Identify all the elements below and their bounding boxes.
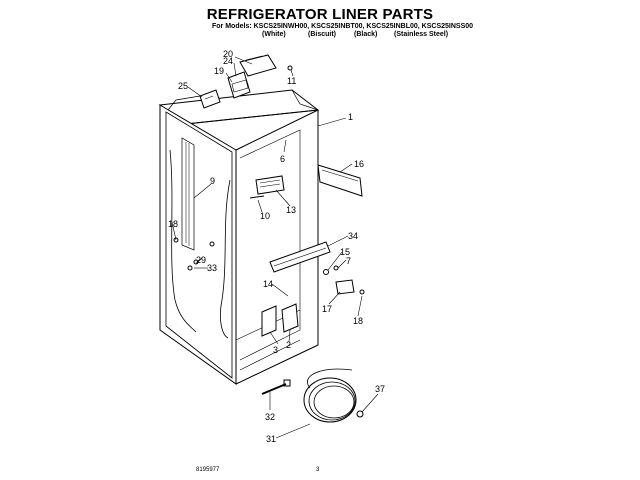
variant-biscuit: (Biscuit) <box>308 31 336 38</box>
callout-14: 14 <box>263 279 273 289</box>
shelf-support-34 <box>269 241 331 273</box>
top-module-parts <box>199 54 293 109</box>
bracket-16 <box>317 164 363 197</box>
callout-2: 2 <box>286 340 291 350</box>
callout-20: 20 <box>223 49 233 59</box>
leader-lines <box>171 56 379 439</box>
color-variants: (White) (Biscuit) (Black) (Stainless Steel) <box>262 31 448 38</box>
callout-1: 1 <box>348 112 353 122</box>
small-parts-right <box>323 265 365 295</box>
callout-19: 19 <box>214 66 224 76</box>
page-title: REFRIGERATOR LINER PARTS <box>206 6 434 23</box>
callout-18a: 18 <box>168 219 178 229</box>
callout-37: 37 <box>375 384 385 394</box>
variant-stainless: (Stainless Steel) <box>394 31 449 38</box>
variant-black: (Black) <box>354 31 378 38</box>
callout-11: 11 <box>287 76 296 86</box>
callout-3: 3 <box>273 345 278 355</box>
callout-15: 15 <box>340 247 350 257</box>
callout-10: 10 <box>260 211 270 221</box>
callout-labels: 20 24 19 25 11 1 6 16 9 13 10 18 34 15 2… <box>168 49 385 444</box>
models-line: For Models: KSCS25INWH00, KSCS25INBT00, … <box>212 23 474 30</box>
liner-body <box>158 89 320 385</box>
callout-34: 34 <box>348 231 358 241</box>
callout-29: 29 <box>196 255 206 265</box>
callout-17: 17 <box>322 304 332 314</box>
clip-37 <box>356 410 364 418</box>
page-number: 3 <box>316 467 320 473</box>
callout-32: 32 <box>265 412 275 422</box>
part-number: 8195977 <box>196 467 220 473</box>
bolt-32 <box>261 379 291 395</box>
callout-33: 33 <box>207 263 217 273</box>
callout-6: 6 <box>280 154 285 164</box>
variant-white: (White) <box>262 31 286 38</box>
callout-18b: 18 <box>353 316 363 326</box>
callout-31: 31 <box>266 434 276 444</box>
callout-7: 7 <box>346 256 351 266</box>
callout-25: 25 <box>178 81 188 91</box>
coil-tubing-31 <box>303 368 357 423</box>
vent-13 <box>249 175 285 199</box>
bottom-clips-2-3 <box>261 303 299 337</box>
callout-24: 24 <box>223 56 233 66</box>
callout-16: 16 <box>354 159 364 169</box>
callout-9: 9 <box>210 176 215 186</box>
callout-13: 13 <box>286 205 296 215</box>
